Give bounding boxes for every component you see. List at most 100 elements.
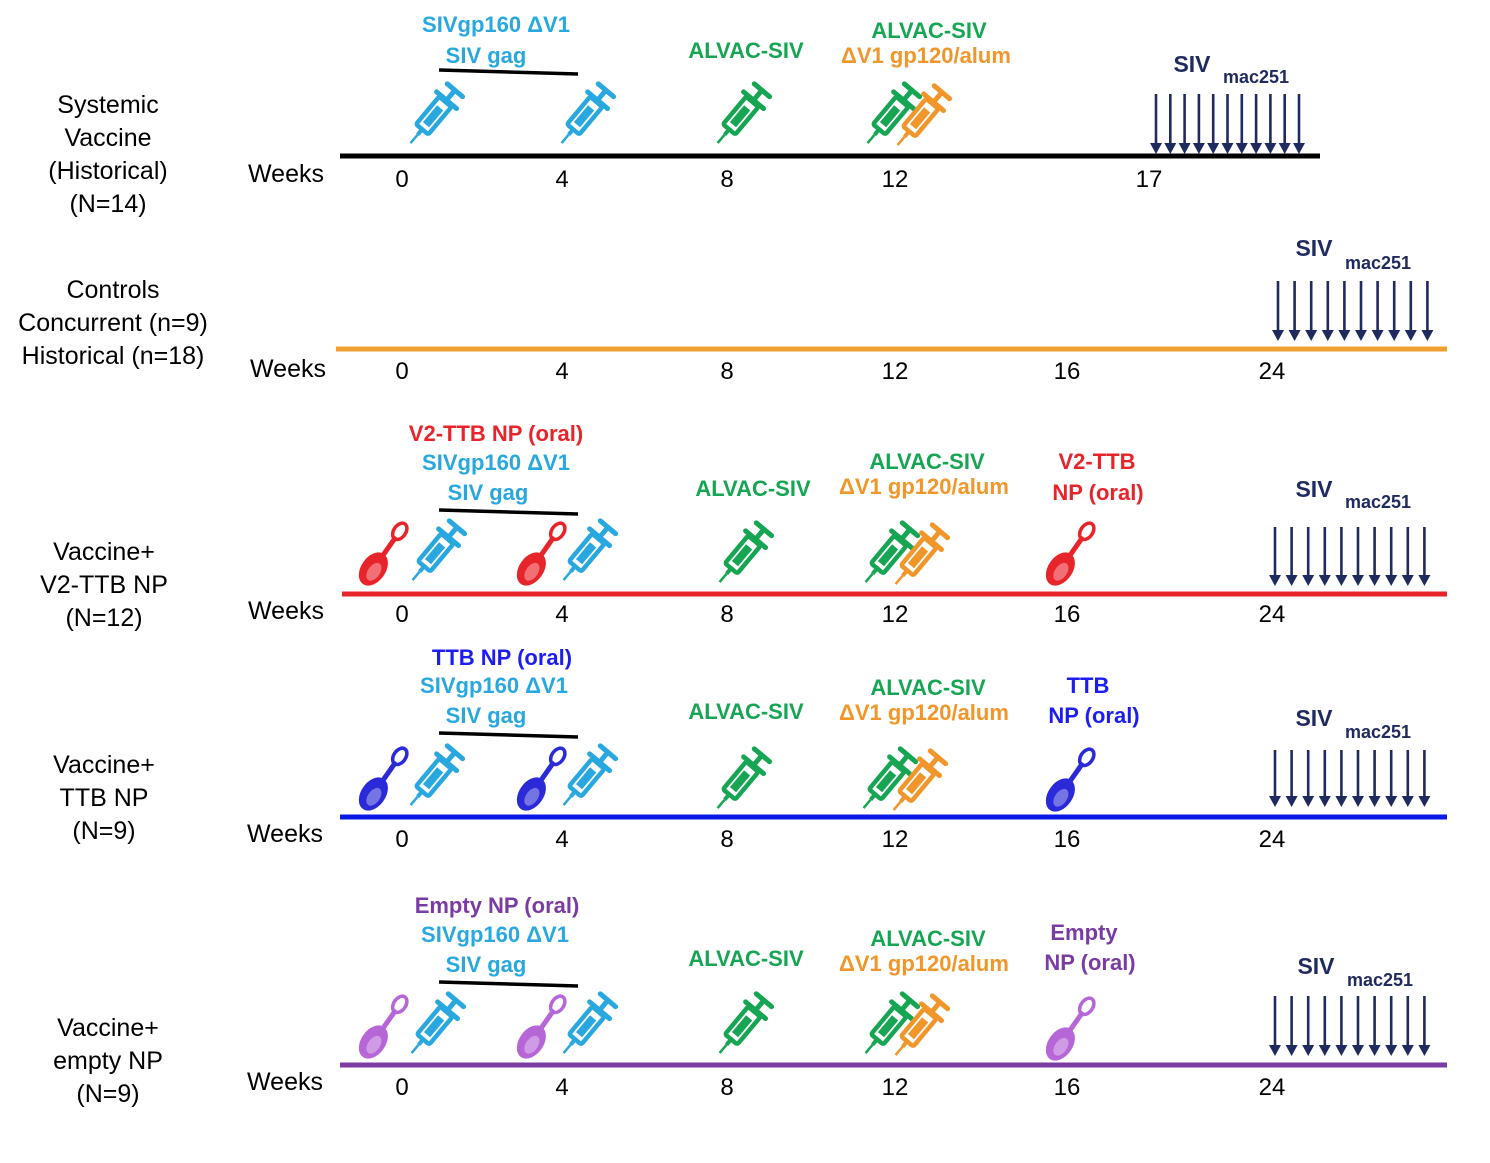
week-tick-label: 4 [555,826,568,853]
challenge-arrow [1418,527,1431,586]
group-name-line: Historical (n=18) [22,342,205,370]
group-name-line: Vaccine+ [53,538,155,566]
treatment-label: SIV gag [446,43,527,68]
challenge-arrow [1235,94,1248,154]
challenge-arrow [1302,750,1315,807]
challenge-strain-label: mac251 [1347,970,1413,990]
challenge-arrow [1418,996,1431,1056]
week-tick-label: 0 [395,166,408,193]
challenge-arrow [1352,996,1364,1056]
challenge-strain-label: mac251 [1345,492,1411,512]
treatment-label: ALVAC-SIV [688,699,804,724]
dose-bracket [438,508,579,516]
challenge-label: SIV [1295,235,1333,261]
challenge-arrow [1269,996,1281,1056]
treatment-label: TTB [1067,673,1110,698]
week-tick-label: 0 [395,358,408,385]
challenge-arrow [1272,281,1284,341]
week-tick-label: 0 [395,1074,408,1101]
challenge-arrow [1321,281,1334,341]
challenge-arrow [1150,94,1162,154]
spoon-icon [1045,996,1096,1061]
challenge-arrow [1269,750,1281,807]
syringe-icon [896,83,953,146]
syringe-icon [894,522,951,585]
challenge-arrow [1335,750,1348,807]
challenge-arrow [1385,527,1398,586]
spoon-icon [516,746,567,811]
challenge-arrow [1269,527,1281,586]
challenge-arrow [1302,996,1315,1056]
treatment-label: SIVgp160 ΔV1 [422,450,570,475]
challenge-arrows [1269,750,1431,807]
week-tick-label: 16 [1054,1074,1081,1101]
treatment-label: ALVAC-SIV [870,926,986,951]
treatment-label: Empty [1050,920,1118,945]
challenge-arrow [1288,281,1301,341]
week-tick-label: 12 [882,358,909,385]
treatment-label: SIVgp160 ΔV1 [420,673,568,698]
challenge-arrow [1285,750,1298,807]
syringe-icon [716,81,773,144]
challenge-arrows [1150,94,1305,154]
challenge-arrow [1418,750,1431,807]
challenge-arrow [1207,94,1220,154]
challenge-arrow [1355,281,1367,341]
group-name-line: Systemic [57,91,158,119]
group-name-line: (Historical) [48,157,167,185]
week-tick-label: 16 [1054,601,1081,628]
treatment-label: ALVAC-SIV [869,449,985,474]
spoon-icon [1045,747,1096,812]
challenge-arrow [1385,750,1398,807]
week-tick-label: 24 [1259,358,1286,385]
challenge-arrow [1352,527,1364,586]
challenge-arrow [1335,996,1348,1056]
syringe-icon [411,518,468,581]
challenge-arrows [1269,527,1431,586]
group-name-line: Concurrent (n=9) [18,309,208,337]
spoon-icon [358,994,409,1059]
syringe-icon [894,993,951,1056]
treatment-label: ΔV1 gp120/alum [839,951,1009,976]
syringe-icon [862,746,919,809]
week-tick-label: 4 [555,1074,568,1101]
week-tick-label: 8 [720,358,733,385]
treatment-label: ΔV1 gp120/alum [839,700,1009,725]
challenge-arrow [1368,527,1381,586]
treatment-label: SIV gag [448,480,529,505]
spoon-icon [358,521,409,586]
group-name-line: (N=12) [65,604,142,632]
weeks-label: Weeks [248,597,324,625]
treatment-label: TTB NP (oral) [432,645,572,670]
challenge-arrows [1272,281,1434,341]
challenge-arrow [1302,527,1315,586]
challenge-arrow [1385,996,1398,1056]
challenge-arrow [1318,750,1331,807]
challenge-arrow [1401,996,1414,1056]
challenge-strain-label: mac251 [1345,253,1411,273]
syringe-icon [562,743,619,806]
challenge-arrow [1164,94,1177,154]
week-tick-label: 4 [555,358,568,385]
week-tick-label: 16 [1054,826,1081,853]
week-tick-label: 24 [1259,601,1286,628]
group-name-line: Vaccine+ [57,1014,159,1042]
group-name-line: (N=9) [72,817,135,845]
challenge-arrow [1421,281,1434,341]
week-tick-label: 12 [882,601,909,628]
challenge-arrow [1264,94,1277,154]
treatment-label: ΔV1 gp120/alum [841,43,1011,68]
treatment-label: V2-TTB NP (oral) [409,421,583,446]
dose-bracket [438,980,579,988]
syringe-icon [562,991,619,1054]
challenge-arrow [1250,94,1263,154]
challenge-arrows [1269,996,1431,1056]
syringe-icon [409,81,466,144]
challenge-arrow [1368,996,1381,1056]
challenge-arrow [1401,527,1414,586]
week-tick-label: 8 [720,601,733,628]
